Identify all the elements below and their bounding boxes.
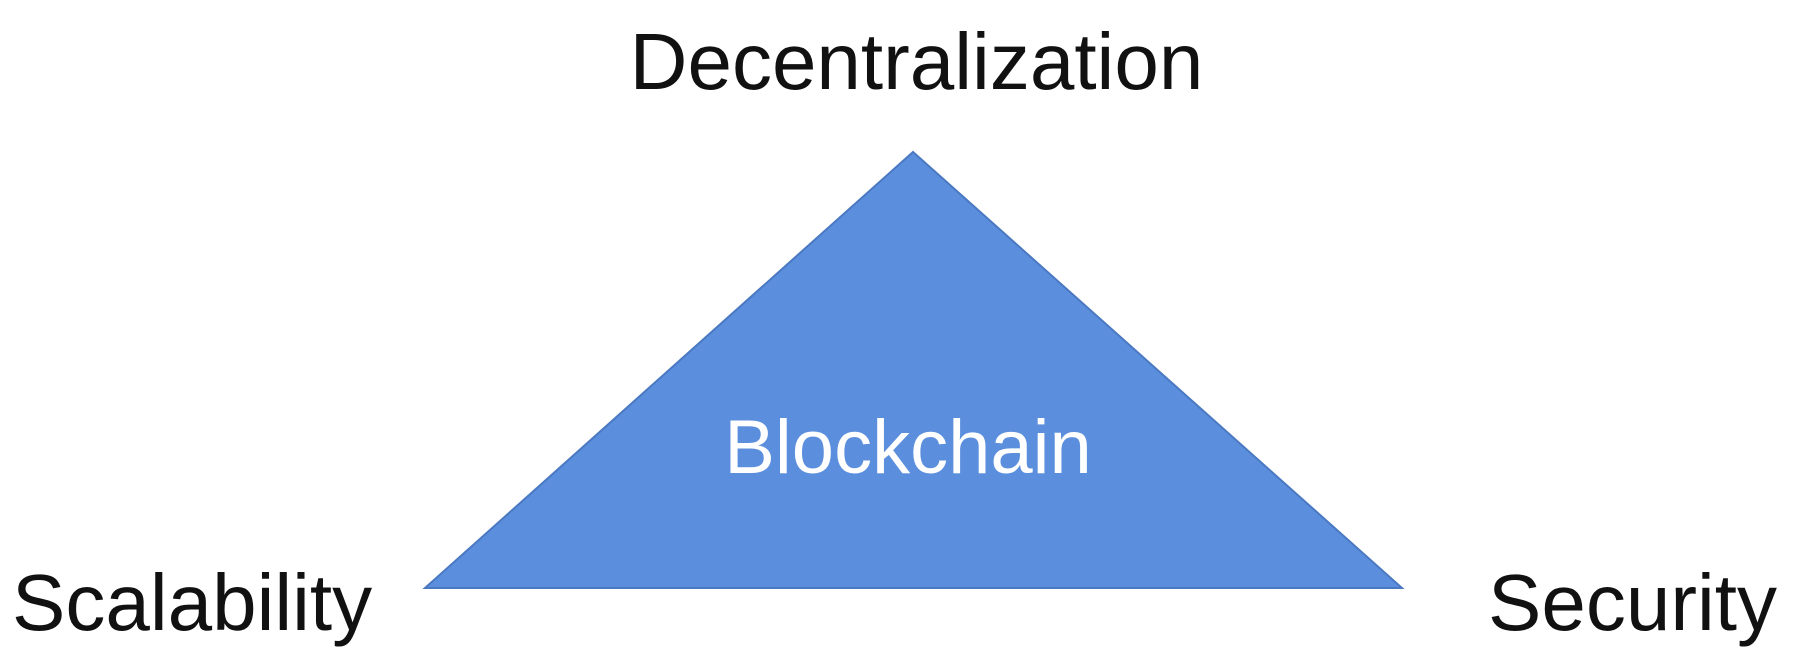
security-label: Security: [1488, 558, 1777, 647]
blockchain-center-label: Blockchain: [724, 405, 1092, 490]
decentralization-label: Decentralization: [629, 17, 1204, 106]
scalability-label: Scalability: [12, 558, 373, 647]
trilemma-triangle: [422, 150, 1405, 589]
